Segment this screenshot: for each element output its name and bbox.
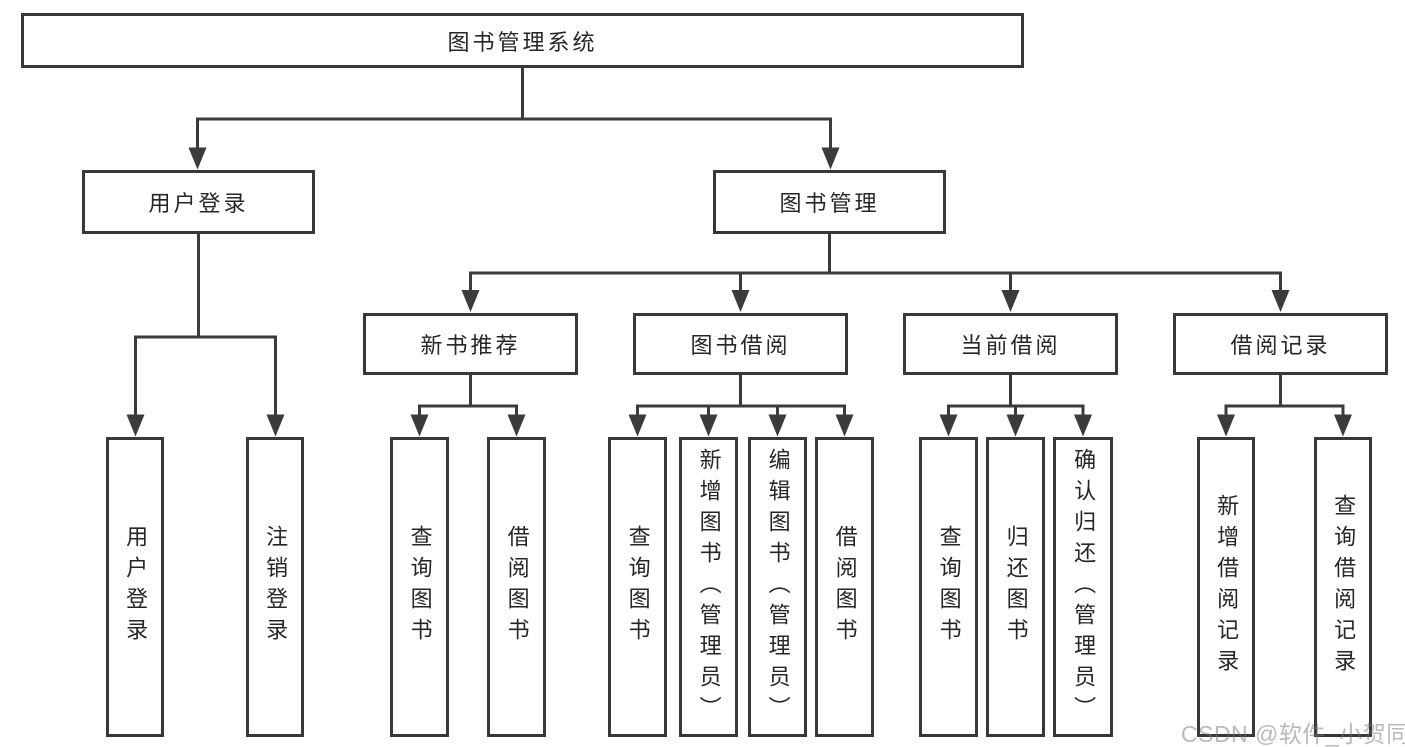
node-label: 归还图书 <box>1003 525 1029 649</box>
node-label: 查询图书 <box>407 525 433 649</box>
node-label: 借阅图书 <box>832 525 858 649</box>
node-label: 图书管理系统 <box>447 29 598 55</box>
node-current-borrow: 当前借阅 <box>903 313 1118 375</box>
leaf-records-query-record: 查询借阅记录 <box>1314 437 1372 737</box>
node-label: 注销登录 <box>263 525 289 649</box>
leaf-current-query-books: 查询图书 <box>919 437 978 737</box>
watermark: CSDN @软件_小贺同学 <box>1181 721 1405 747</box>
leaf-borrow-borrow-books: 借阅图书 <box>815 437 874 737</box>
leaf-newbook-query-books: 查询图书 <box>390 437 449 737</box>
node-label: 查询借阅记录 <box>1331 494 1357 680</box>
leaf-newbook-borrow-books: 借阅图书 <box>487 437 546 737</box>
leaf-current-return-books: 归还图书 <box>986 437 1045 737</box>
leaf-borrow-edit-books-admin: 编辑图书（管理员） <box>748 437 807 737</box>
leaf-user-login: 用户登录 <box>106 437 164 737</box>
node-book-management: 图书管理 <box>713 170 946 234</box>
node-user-login: 用户登录 <box>82 170 315 234</box>
node-label: 用户登录 <box>148 191 249 216</box>
node-label: 新增借阅记录 <box>1214 494 1240 680</box>
node-label: 当前借阅 <box>960 333 1061 358</box>
node-label: 借阅图书 <box>504 525 530 649</box>
node-book-borrow: 图书借阅 <box>633 313 848 375</box>
node-label: 编辑图书（管理员） <box>765 447 791 727</box>
leaf-borrow-query-books: 查询图书 <box>608 437 667 737</box>
leaf-borrow-add-books-admin: 新增图书（管理员） <box>679 437 738 737</box>
node-library-management-system: 图书管理系统 <box>21 13 1024 68</box>
node-label: 借阅记录 <box>1230 333 1331 358</box>
leaf-records-add-record: 新增借阅记录 <box>1197 437 1255 737</box>
node-new-book-recommend: 新书推荐 <box>363 313 578 375</box>
node-label: 用户登录 <box>123 525 149 649</box>
node-label: 查询图书 <box>936 525 962 649</box>
node-label: 查询图书 <box>625 525 651 649</box>
node-label: 新增图书（管理员） <box>696 447 722 727</box>
leaf-logout: 注销登录 <box>246 437 304 737</box>
node-borrow-records: 借阅记录 <box>1173 313 1388 375</box>
node-label: 新书推荐 <box>420 333 521 358</box>
leaf-current-confirm-return-admin: 确认归还（管理员） <box>1053 437 1113 737</box>
node-label: 图书借阅 <box>690 333 791 358</box>
node-label: 确认归还（管理员） <box>1071 447 1097 727</box>
node-label: 图书管理 <box>779 191 880 216</box>
